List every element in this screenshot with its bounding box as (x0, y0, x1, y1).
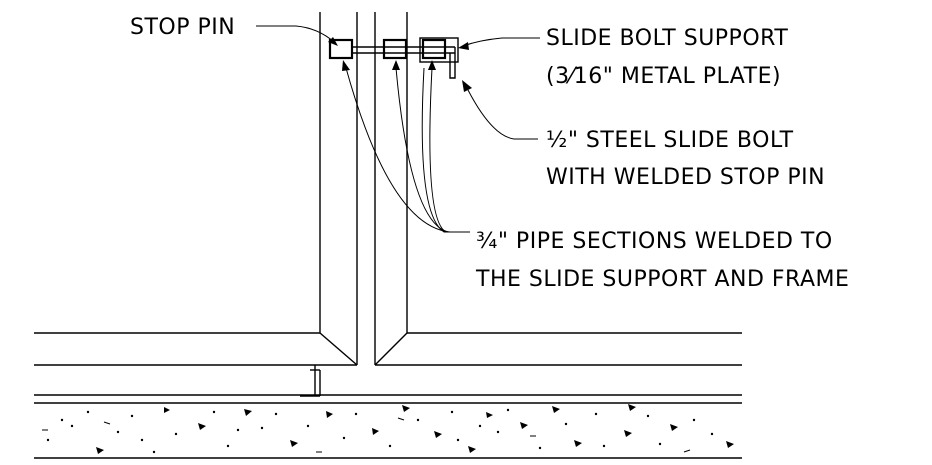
pipe-sections-label: ¾" PIPE SECTIONS WELDED TO (476, 229, 833, 254)
aggregate-hatch (42, 404, 734, 454)
leader-lines (256, 25, 540, 233)
slide-bolt-leader (467, 89, 538, 140)
right-gate-leaf (374, 12, 742, 366)
concrete-slab (34, 402, 742, 459)
metal-plate-label: (3⁄16" METAL PLATE) (546, 64, 781, 89)
pipe-section-left (328, 38, 354, 60)
pipe-section-middle (382, 38, 408, 60)
slide-bolt-support-plate (419, 37, 459, 63)
slide-bolt-assembly (328, 37, 459, 79)
left-gate-leaf (34, 12, 358, 366)
support-leader (462, 37, 540, 47)
stop-pin-hook (449, 47, 456, 79)
pipe-section-right (421, 38, 447, 60)
callout-labels: STOP PIN SLIDE BOLT SUPPORT (3⁄16" METAL… (130, 15, 849, 292)
steel-slide-bolt-label: ½" STEEL SLIDE BOLT (546, 128, 794, 153)
slide-support-frame-label: THE SLIDE SUPPORT AND FRAME (475, 267, 849, 292)
stop-pin-leader (256, 25, 335, 43)
drop-rod (300, 365, 321, 397)
pipe-sections-leaders (342, 60, 470, 233)
stop-pin-label: STOP PIN (130, 15, 235, 40)
slide-bolt-support-label: SLIDE BOLT SUPPORT (546, 26, 788, 51)
welded-stop-pin-label: WITH WELDED STOP PIN (546, 165, 825, 190)
